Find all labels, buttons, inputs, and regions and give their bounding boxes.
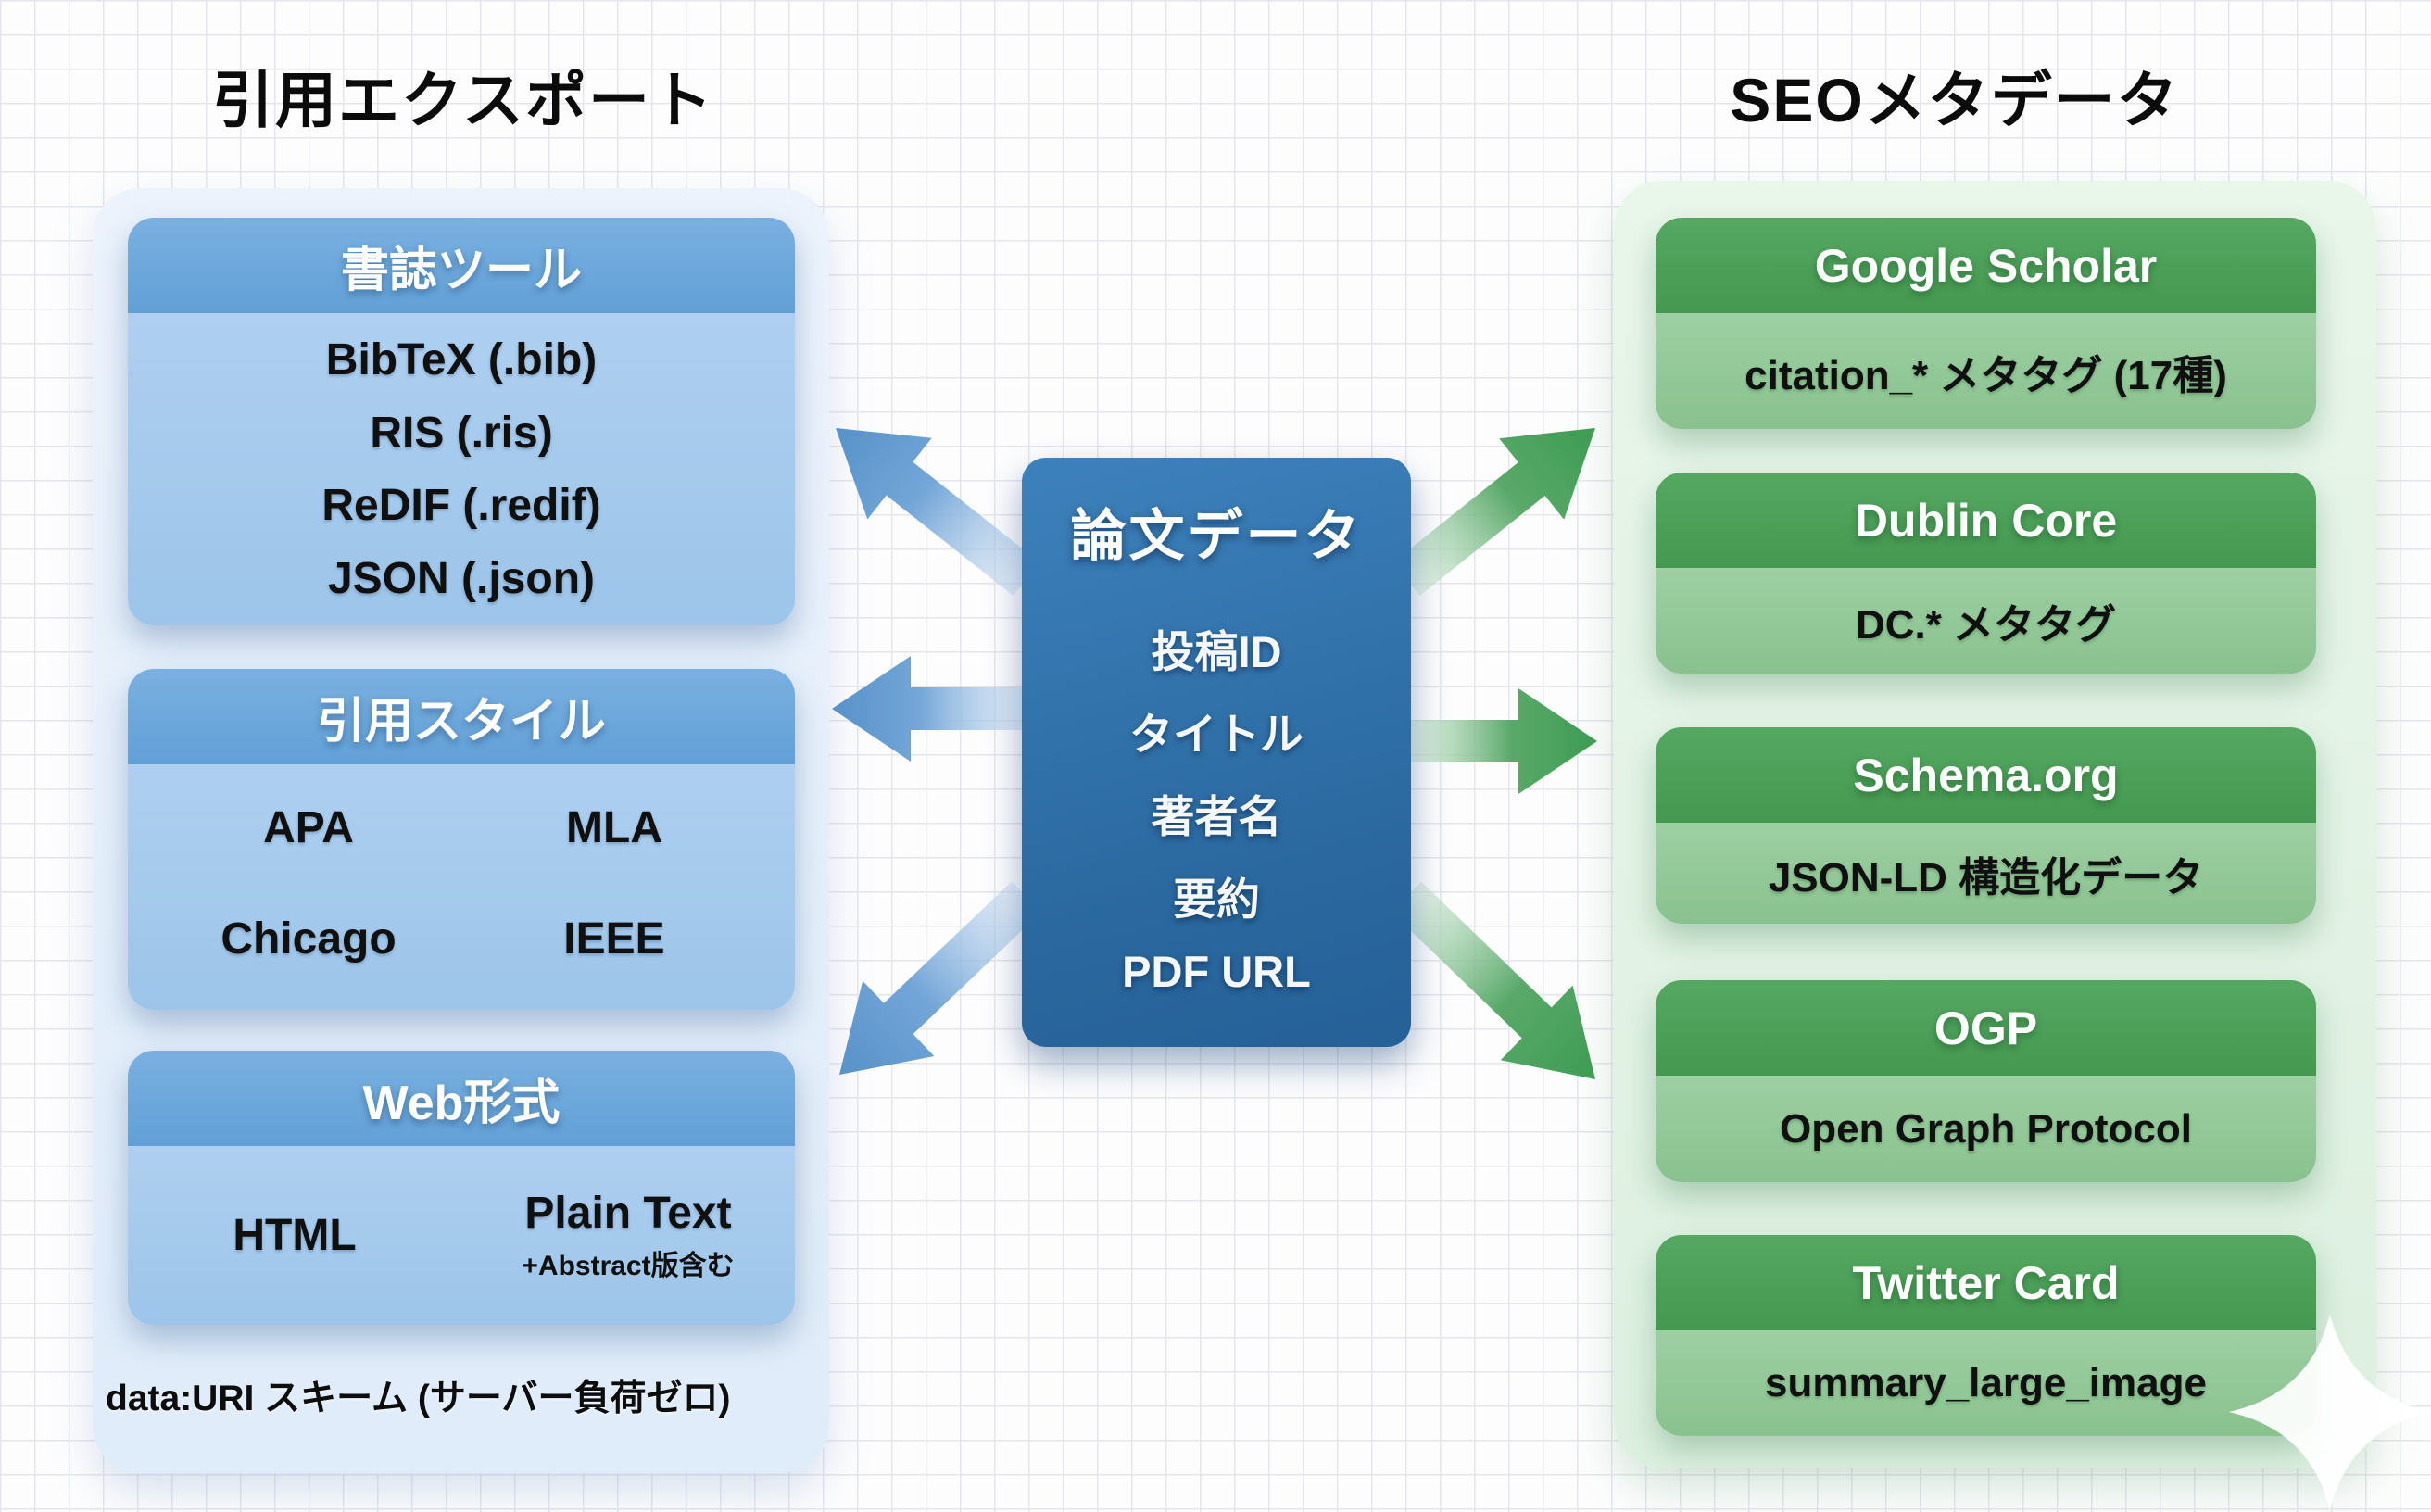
card-bibliography-tools: 書誌ツール BibTeX (.bib) RIS (.ris) ReDIF (.r… [128,218,795,625]
card-dublin-core: Dublin Core DC.* メタタグ [1656,472,2316,674]
card-web-formats-header: Web形式 [128,1051,795,1146]
field-abstract: 要約 [1173,875,1260,924]
arrow-left-icon [832,656,1027,762]
arrow-up-left-icon [836,428,1040,596]
card-twitter-card: Twitter Card summary_large_image [1656,1235,2316,1436]
arrow-down-right-icon [1392,881,1595,1079]
plain-text-note: +Abstract版含む [522,1251,735,1281]
left-section-title: 引用エクスポート [211,66,715,134]
field-post-id: 投稿ID [1151,627,1282,676]
card-schema-org-body: JSON-LD 構造化データ [1656,823,2316,924]
card-citation-styles-header: 引用スタイル [128,669,795,764]
format-bibtex: BibTeX (.bib) [325,335,598,385]
style-apa: APA [263,802,354,852]
style-chicago: Chicago [220,914,397,964]
right-section-title: SEOメタデータ [1730,66,2180,134]
card-schema-org: Schema.org JSON-LD 構造化データ [1656,727,2316,924]
field-authors: 著者名 [1151,792,1282,841]
card-ogp-header: OGP [1656,980,2316,1076]
card-dublin-core-header: Dublin Core [1656,472,2316,568]
card-twitter-card-header: Twitter Card [1656,1235,2316,1330]
card-ogp: OGP Open Graph Protocol [1656,980,2316,1182]
card-schema-org-header: Schema.org [1656,727,2316,823]
card-bibliography-tools-header: 書誌ツール [128,218,795,313]
card-ogp-body: Open Graph Protocol [1656,1076,2316,1182]
format-html: HTML [233,1211,357,1260]
arrow-right-icon [1406,688,1597,794]
card-google-scholar: Google Scholar citation_* メタタグ (17種) [1656,218,2316,429]
format-json: JSON (.json) [327,553,596,603]
data-uri-footnote: data:URI スキーム (サーバー負荷ゼロ) [106,1379,731,1418]
card-web-formats: Web形式 HTML Plain Text +Abstract版含む [128,1051,795,1325]
card-dublin-core-body: DC.* メタタグ [1656,568,2316,674]
card-paper-data: 論文データ 投稿ID タイトル 著者名 要約 PDF URL [1022,458,1411,1047]
field-title: タイトル [1129,710,1304,759]
arrow-up-right-icon [1392,428,1595,596]
card-twitter-card-body: summary_large_image [1656,1330,2316,1436]
arrow-down-left-icon [839,881,1041,1075]
format-plain-text: Plain Text [524,1189,732,1238]
card-google-scholar-header: Google Scholar [1656,218,2316,313]
format-redif: ReDIF (.redif) [321,481,601,531]
paper-data-title: 論文データ [1070,505,1363,567]
format-ris: RIS (.ris) [370,408,553,458]
card-google-scholar-body: citation_* メタタグ (17種) [1656,313,2316,429]
style-mla: MLA [566,802,662,852]
style-ieee: IEEE [563,914,665,964]
card-citation-styles: 引用スタイル APA MLA Chicago IEEE [128,669,795,1010]
field-pdf-url: PDF URL [1122,947,1311,996]
